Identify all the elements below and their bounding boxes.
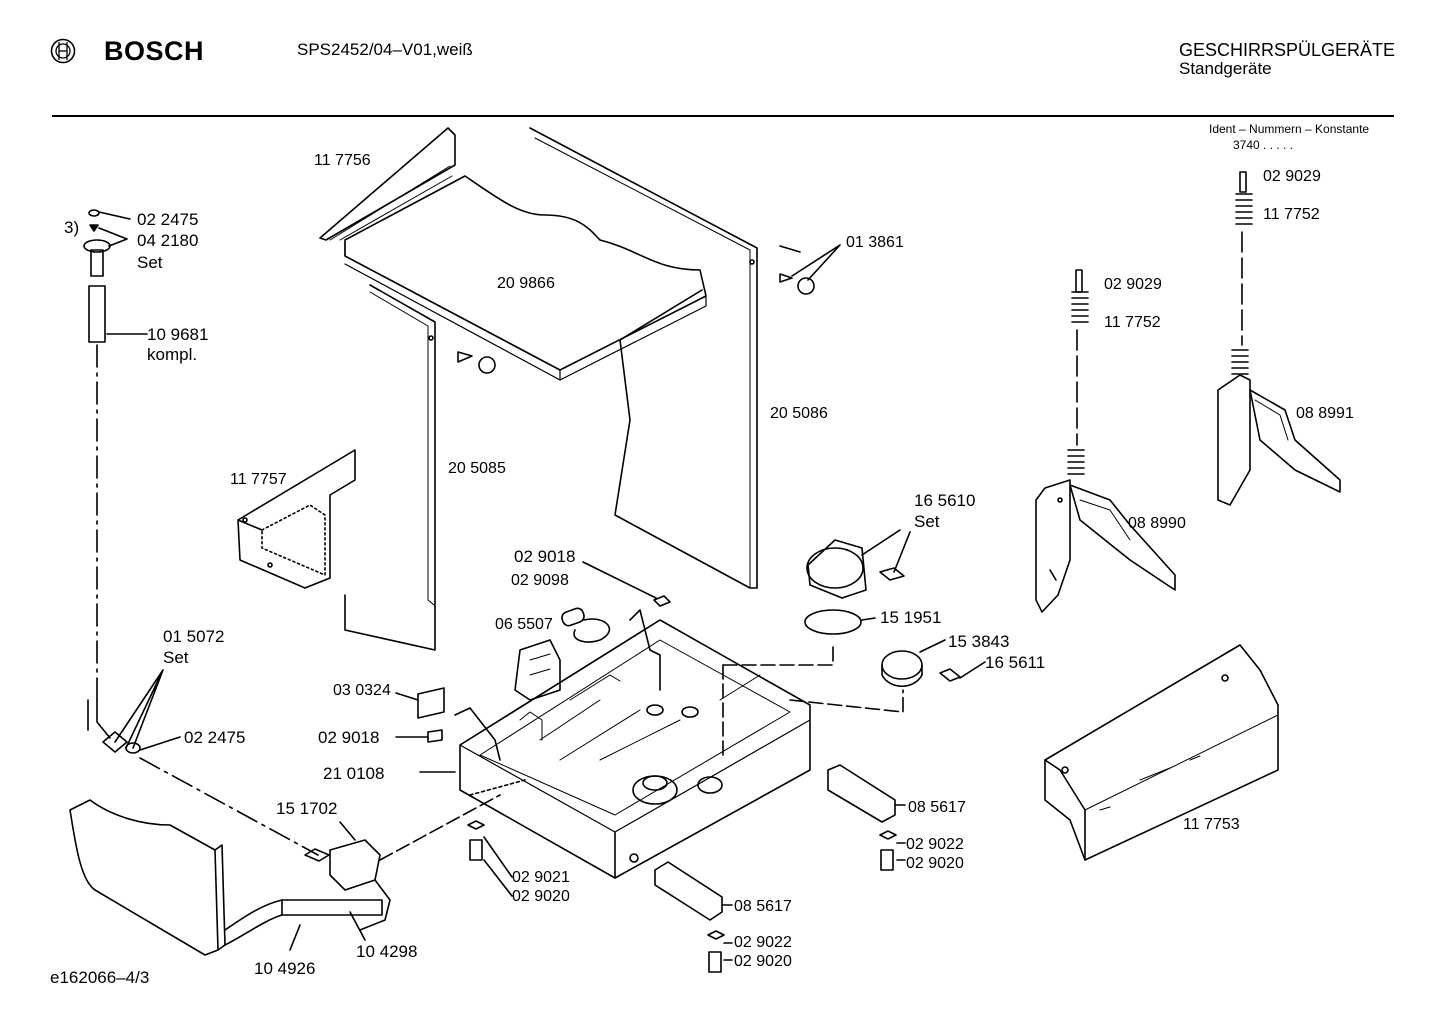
brand-name: BOSCH: [104, 36, 205, 66]
model-number: SPS2452/04–V01,weiß: [297, 40, 473, 59]
part-label: 3): [64, 218, 79, 237]
hose-connector-part: [83, 209, 319, 856]
door-hinge-left-part: [1035, 269, 1176, 613]
header-divider: [52, 115, 1394, 117]
part-labels: 02 2475 3) 04 2180 Set 10 9681 kompl. 11…: [64, 152, 1354, 978]
right-side-panel-part: [529, 127, 841, 589]
part-label: 02 9020: [512, 888, 570, 905]
subcategory-title: Standgeräte: [1179, 59, 1272, 78]
part-label: 02 9029: [1263, 168, 1321, 185]
part-label: 02 9018: [318, 728, 379, 747]
part-label: 02 9098: [511, 572, 569, 589]
part-label: 15 3843: [948, 632, 1009, 651]
part-label: 02 9018: [514, 547, 575, 566]
inlet-valve-part: [224, 794, 501, 951]
top-rail-part: [319, 127, 456, 241]
part-label: 16 5610: [914, 491, 975, 510]
part-label: 16 5611: [985, 653, 1045, 672]
part-label: kompl.: [147, 345, 197, 364]
part-label: Set: [914, 512, 940, 531]
part-label: 08 5617: [734, 898, 792, 915]
ident-constant: 3740 . . . . .: [1233, 138, 1294, 152]
part-label: 11 7756: [314, 152, 371, 169]
base-tub-part: [454, 609, 904, 879]
part-label: 04 2180: [137, 231, 198, 250]
part-label: 01 3861: [846, 234, 904, 251]
part-label: 01 5072: [163, 627, 224, 646]
feet-and-screws-part: [467, 764, 906, 973]
part-label: Set: [163, 648, 189, 667]
part-label: 11 7757: [230, 471, 287, 488]
part-label: 06 5507: [495, 616, 553, 633]
part-label: 02 9022: [906, 836, 964, 853]
category-title: GESCHIRRSPÜLGERÄTE: [1179, 40, 1396, 60]
part-label: 08 5617: [908, 799, 966, 816]
bosch-logo-icon: [50, 38, 76, 64]
part-label: 02 9020: [906, 855, 964, 872]
part-label: 02 9029: [1104, 276, 1162, 293]
part-label: 11 7752: [1263, 206, 1320, 223]
part-label: 08 8991: [1296, 405, 1354, 422]
part-label: 10 4926: [254, 959, 315, 978]
part-label: 02 9022: [734, 934, 792, 951]
part-label: 15 1951: [880, 608, 941, 627]
insulation-panel-part: [237, 449, 356, 589]
part-label: 02 2475: [137, 210, 198, 229]
part-label: 10 4298: [356, 942, 417, 961]
small-fittings-part: [395, 561, 671, 773]
part-label: 11 7753: [1183, 816, 1240, 833]
ident-label: Ident – Nummern – Konstante: [1209, 122, 1370, 136]
pressure-switch-part: [804, 529, 986, 688]
worktop-part: [344, 175, 707, 381]
part-label: 20 5085: [448, 460, 506, 477]
part-label: 15 1702: [276, 799, 337, 818]
kick-plate-part: [1044, 644, 1279, 861]
part-label: 02 9020: [734, 953, 792, 970]
part-label: 11 7752: [1104, 314, 1161, 331]
door-panel-part: [69, 799, 226, 956]
drawing-id: e162066–4/3: [50, 968, 150, 987]
part-label: 20 5086: [770, 405, 828, 422]
part-label: 21 0108: [323, 764, 384, 783]
part-label: 10 9681: [147, 325, 208, 344]
door-hinge-right-part: [1217, 171, 1341, 506]
left-side-panel-part: [344, 284, 496, 651]
part-label: 08 8990: [1128, 515, 1186, 532]
part-label: 02 2475: [184, 728, 245, 747]
part-label: 02 9021: [512, 869, 570, 886]
part-label: Set: [137, 253, 163, 272]
part-label: 03 0324: [333, 682, 391, 699]
part-label: 20 9866: [497, 275, 555, 292]
